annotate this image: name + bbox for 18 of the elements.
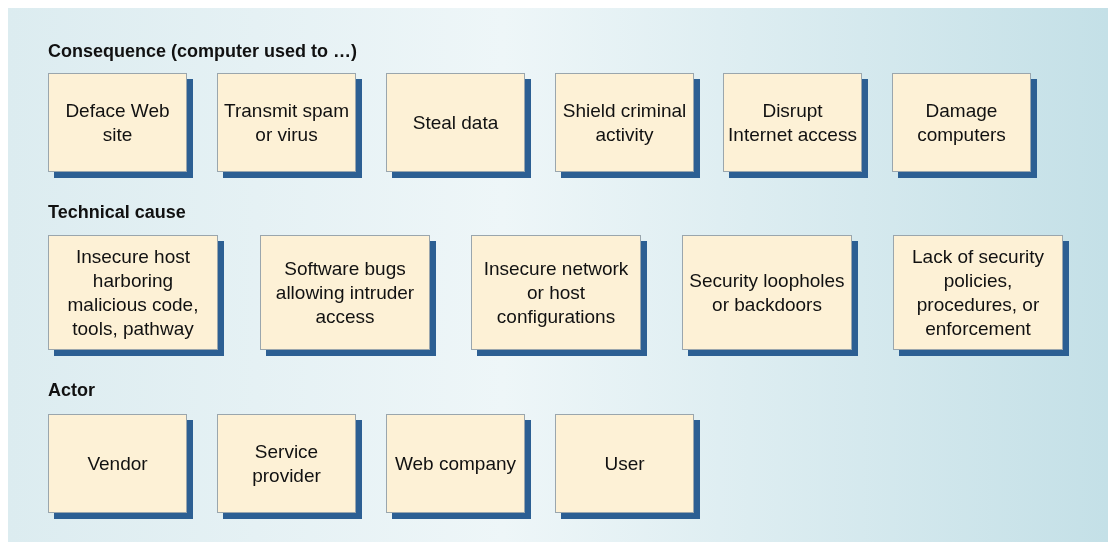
- box-text: Vendor: [87, 451, 148, 476]
- box-text: Deface Web site: [64, 98, 171, 147]
- section-heading: Consequence (computer used to …): [48, 41, 358, 62]
- section-heading: Actor: [48, 380, 95, 401]
- box-text: Steal data: [412, 110, 499, 135]
- box-text: User: [604, 451, 645, 476]
- box-text: Disrupt Internet access: [728, 98, 857, 147]
- section-heading: Technical cause: [48, 202, 186, 223]
- box-text: Shield criminal activity: [561, 98, 688, 147]
- box-text: Insecure host harboring malicious code, tools, pathway: [66, 244, 200, 341]
- box-text: Security loopholes or backdoors: [688, 268, 846, 317]
- box-text: Insecure network or host configurations: [482, 256, 630, 329]
- box-text: Service provider: [251, 439, 322, 488]
- box-text: Software bugs allowing intruder access: [274, 256, 416, 329]
- box-text: Web company: [394, 451, 517, 476]
- box-text: Transmit spam or virus: [223, 98, 350, 147]
- box-text: Lack of security policies, procedures, or enforcement: [911, 244, 1045, 341]
- box-text: Damage computers: [916, 98, 1007, 147]
